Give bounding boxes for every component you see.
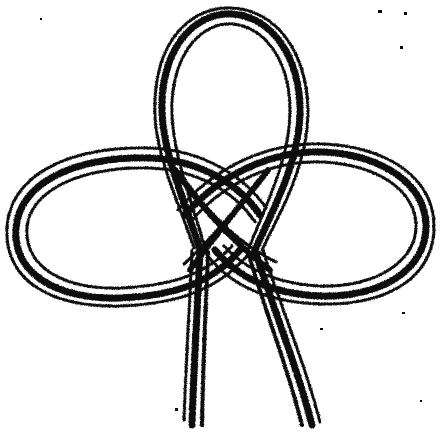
speck: [378, 10, 382, 13]
speck: [175, 408, 178, 411]
stray-specks: [40, 10, 422, 411]
speck: [320, 328, 323, 330]
speck: [402, 312, 405, 314]
right-tail: [248, 250, 320, 425]
speck: [400, 46, 403, 49]
speck: [40, 18, 42, 20]
speck: [420, 400, 422, 402]
speck: [404, 12, 407, 15]
